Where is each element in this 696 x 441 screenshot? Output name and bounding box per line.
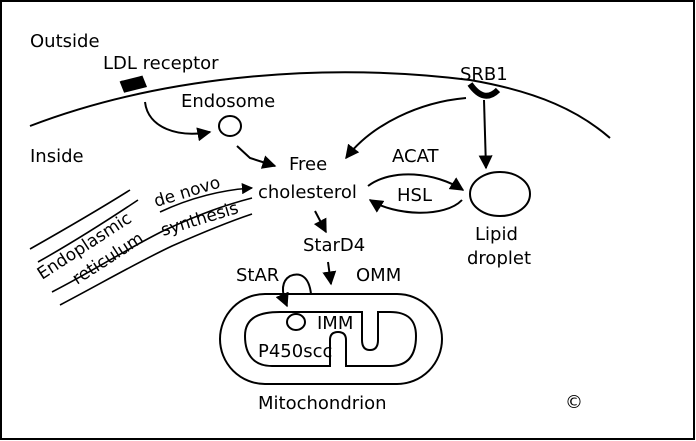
lipid-droplet-shape [469, 171, 531, 217]
free-to-stard4-arrow [313, 210, 327, 234]
omm-label: OMM [356, 265, 401, 286]
ldl-to-endosome-arrow [144, 101, 212, 142]
ldl-receptor-label: LDL receptor [103, 53, 219, 74]
de-novo-arrow [159, 183, 254, 213]
imm-label: IMM [317, 313, 353, 334]
star-label: StAR [236, 265, 279, 286]
srb1-to-free-arrow [345, 97, 467, 160]
plasma-membrane [29, 71, 611, 139]
srb1-shape [467, 82, 501, 99]
er-membranes [29, 189, 253, 306]
srb1-label: SRB1 [460, 64, 508, 85]
star-arrow [275, 273, 312, 308]
srb1-to-droplet-arrow [478, 99, 493, 170]
endosome-to-free-arrow [236, 145, 277, 169]
ldl-receptor-shape [119, 75, 148, 93]
droplet-label: droplet [467, 248, 531, 269]
outside-label: Outside [30, 31, 100, 52]
acat-label: ACAT [392, 146, 439, 167]
lipid-label: Lipid [475, 224, 518, 245]
p450scc-label: P450scc [258, 341, 332, 362]
free-label: Free [289, 154, 327, 175]
inside-label: Inside [30, 146, 84, 167]
acat-arrow [367, 173, 465, 191]
stard4-to-mito-arrow [322, 261, 337, 286]
cholesterol-label: cholesterol [258, 182, 357, 203]
endosome-label: Endosome [181, 91, 275, 112]
copyright-symbol: © [565, 392, 583, 413]
mitochondrion-label: Mitochondrion [258, 393, 387, 414]
endosome-shape [218, 115, 242, 137]
mitochondrion-shape [219, 293, 443, 385]
hsl-arrow [368, 199, 463, 214]
stard4-label: StarD4 [303, 235, 365, 256]
hsl-label: HSL [397, 185, 432, 206]
